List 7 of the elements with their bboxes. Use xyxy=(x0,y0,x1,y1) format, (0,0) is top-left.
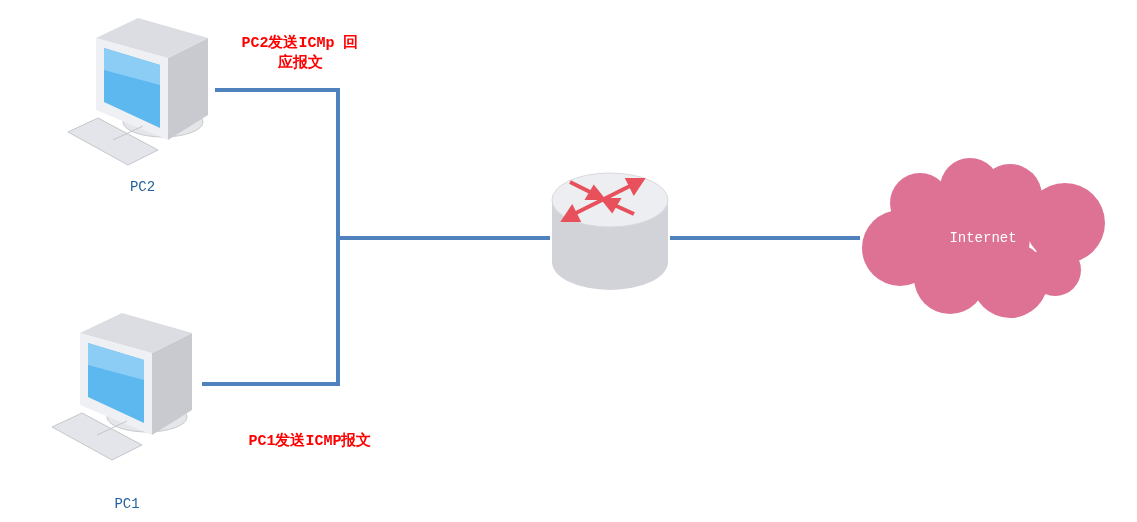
network-cable xyxy=(202,236,550,386)
cloud-label: Internet xyxy=(949,228,1017,248)
computer-label: PC1 xyxy=(114,495,140,514)
message-note: PC2发送ICMp 回应报文 xyxy=(240,34,360,74)
network-cable xyxy=(670,236,860,240)
computer-label: PC2 xyxy=(129,178,156,197)
message-note: PC1发送ICMP报文 xyxy=(247,432,373,452)
